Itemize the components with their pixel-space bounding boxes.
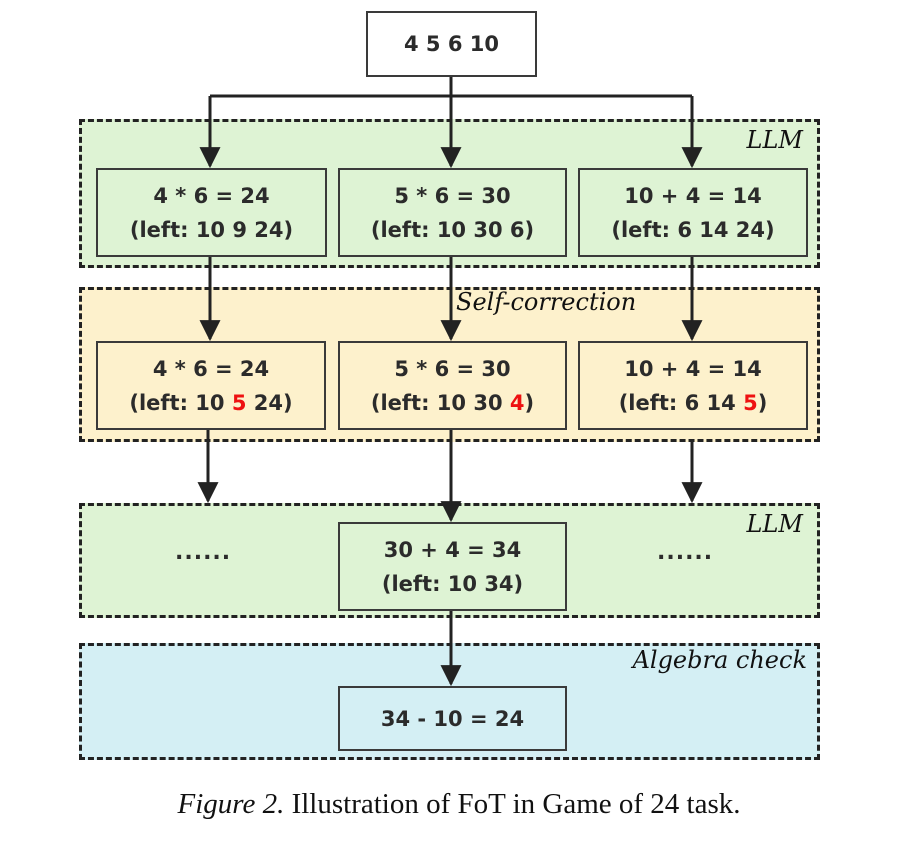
self-correction-node-3: 10 + 4 = 14 (left: 6 14 5)	[578, 341, 808, 430]
node-left-numbers: (left: 10 34)	[381, 571, 524, 596]
left-suffix: 24)	[246, 390, 293, 415]
self-correction-region-label: Self-correction	[456, 288, 637, 316]
node-expression: 4 * 6 = 24	[153, 183, 270, 208]
llm-node-1: 4 * 6 = 24 (left: 10 9 24)	[96, 168, 327, 257]
corrected-number: 5	[743, 390, 758, 415]
figure-label: Figure 2.	[177, 788, 285, 820]
ellipsis-right: ......	[657, 540, 714, 565]
llm-node-final: 30 + 4 = 34 (left: 10 34)	[338, 522, 567, 611]
left-prefix: (left: 10 30	[370, 390, 510, 415]
llm-node-3: 10 + 4 = 14 (left: 6 14 24)	[578, 168, 808, 257]
left-suffix: )	[524, 390, 535, 415]
left-prefix: (left: 6 14	[618, 390, 744, 415]
caption-text: Illustration of FoT in Game of 24 task.	[284, 788, 741, 820]
root-node: 4 5 6 10	[366, 11, 537, 77]
node-expression: 5 * 6 = 30	[394, 183, 511, 208]
node-left-numbers: (left: 6 14 24)	[611, 217, 775, 242]
node-left-numbers: (left: 10 5 24)	[129, 386, 292, 420]
corrected-number: 4	[509, 390, 525, 415]
corrected-number: 5	[231, 390, 247, 415]
node-expression: 34 - 10 = 24	[380, 706, 525, 731]
node-left-numbers: (left: 10 30 6)	[370, 217, 535, 242]
node-left-numbers: (left: 6 14 5)	[619, 386, 768, 420]
node-expression: 10 + 4 = 14	[624, 183, 762, 208]
root-node-text: 4 5 6 10	[404, 32, 499, 56]
left-prefix: (left: 10	[129, 390, 232, 415]
algebra-check-node: 34 - 10 = 24	[338, 686, 567, 751]
llm-region-2-label: LLM	[746, 510, 803, 538]
node-expression: 5 * 6 = 30	[394, 356, 511, 381]
self-correction-node-2: 5 * 6 = 30 (left: 10 30 4)	[338, 341, 567, 430]
self-correction-node-1: 4 * 6 = 24 (left: 10 5 24)	[96, 341, 326, 430]
node-expression: 4 * 6 = 24	[152, 356, 270, 381]
ellipsis-left: ......	[175, 540, 232, 565]
llm-region-1-label: LLM	[746, 126, 803, 154]
node-expression: 30 + 4 = 34	[383, 537, 522, 562]
algebra-check-region-label: Algebra check	[632, 646, 807, 674]
llm-node-2: 5 * 6 = 30 (left: 10 30 6)	[338, 168, 567, 257]
node-left-numbers: (left: 10 30 4)	[371, 386, 534, 420]
node-left-numbers: (left: 10 9 24)	[129, 217, 294, 242]
node-expression: 10 + 4 = 14	[624, 356, 762, 381]
left-suffix: )	[757, 390, 768, 415]
figure-caption: Figure 2. Illustration of FoT in Game of…	[0, 788, 918, 821]
